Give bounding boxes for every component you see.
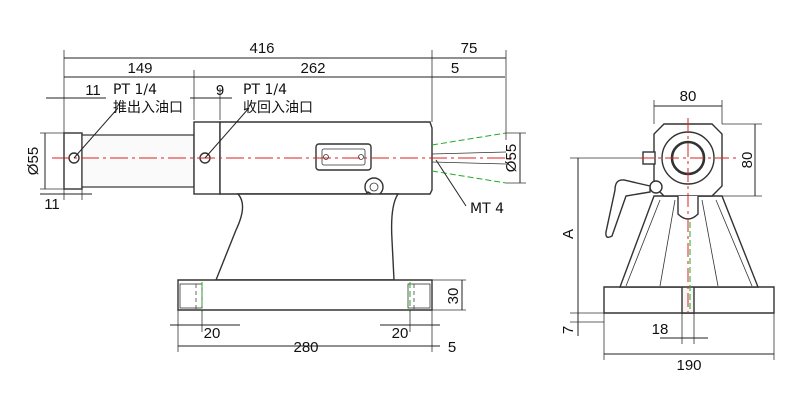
dim-front-height: 80 [739,152,756,169]
port-out-label: 推出入油口 [113,100,183,116]
pedestal [214,193,400,281]
port-in-label: 收回入油口 [243,100,313,116]
note-labels: PT 1/4 推出入油口 PT 1/4 收回入油口 MT 4 [113,82,504,217]
dim-left-end-11: 11 [44,196,60,213]
dim-foot-right-20: 20 [392,325,409,342]
dim-diameter-left: Ø55 [25,147,42,175]
front-dimension-lines [570,100,775,360]
front-lever [605,179,651,239]
dim-base-length: 280 [293,339,318,356]
dim-port-offset-9: 9 [216,82,224,99]
port-out-thread: PT 1/4 [113,82,157,98]
base-plate [177,279,433,311]
nameplate [315,143,372,171]
dim-base-7: 7 [560,326,577,334]
dim-overall-length: 416 [249,40,274,57]
dim-port-offset-11: 11 [85,82,101,99]
front-view [603,118,775,318]
side-view [52,121,512,312]
dim-diameter-right: Ø55 [503,144,520,172]
dimension-labels: 416 75 149 262 5 11 9 Ø55 11 Ø55 30 20 2… [25,40,756,374]
dim-slot-18: 18 [652,321,669,338]
dim-offset-5-top: 5 [451,60,459,77]
dim-foot-left-20: 20 [204,325,221,342]
dim-base-width: 190 [676,357,701,374]
quill-body [81,134,195,188]
taper-label: MT 4 [470,201,504,217]
dim-rear-extension: 75 [461,40,478,57]
dim-front-width-top: 80 [680,88,697,105]
dim-front-length: 149 [127,60,152,77]
port-in-thread: PT 1/4 [243,82,287,98]
dim-body-length: 262 [300,60,325,77]
dim-offset-5-bottom: 5 [448,339,456,356]
side-dimension-lines [40,50,526,352]
dim-center-height: A [560,229,577,239]
dim-base-height: 30 [445,288,462,305]
